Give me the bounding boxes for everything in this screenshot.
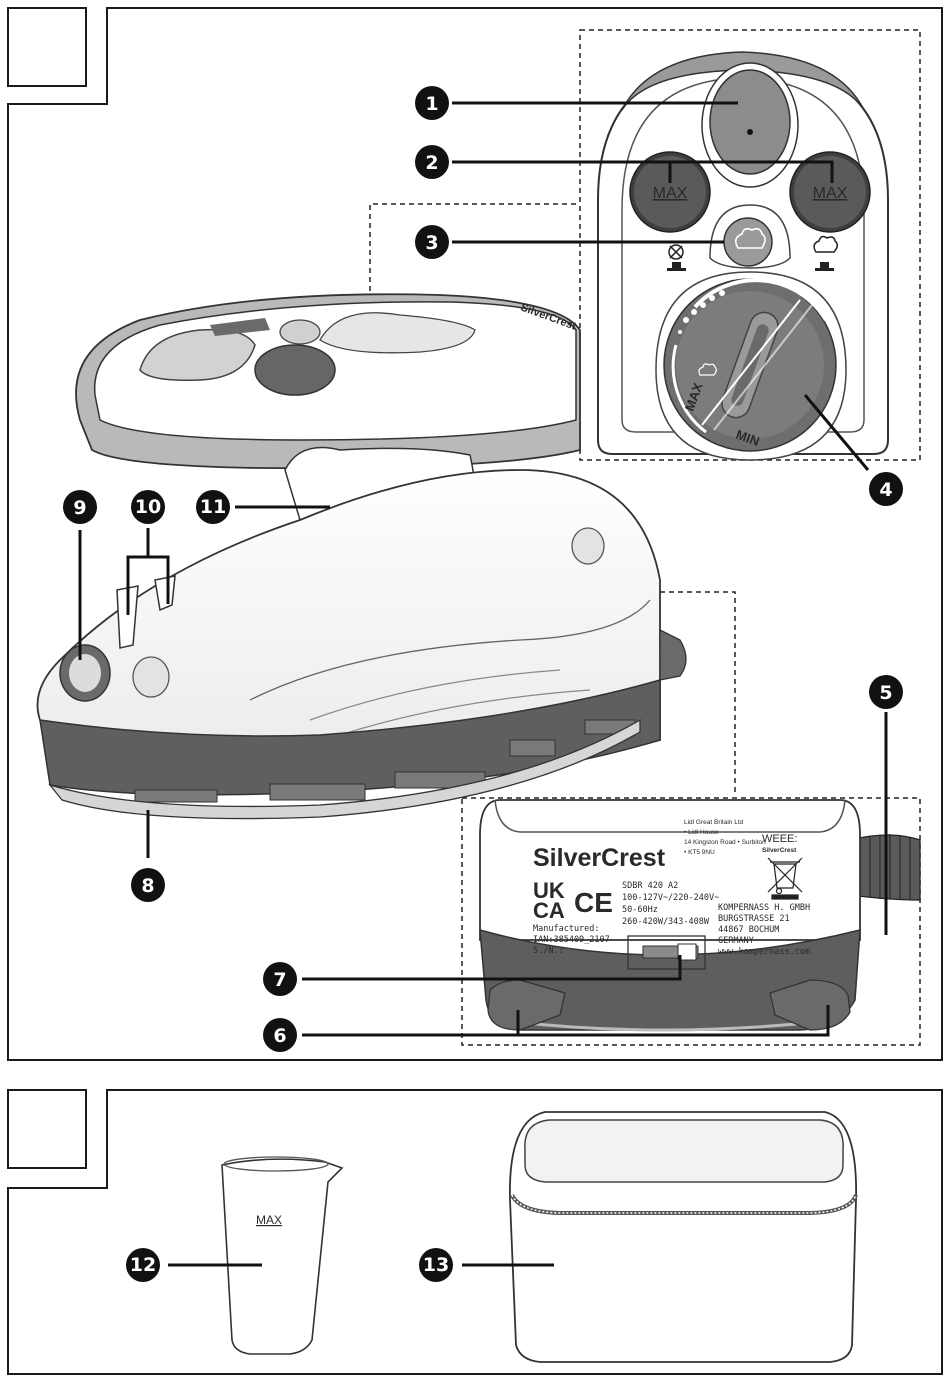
callout-8: 8 xyxy=(131,868,165,902)
max-button-right-label: MAX xyxy=(813,185,848,202)
svg-text:9: 9 xyxy=(73,497,86,519)
callout-leaders xyxy=(78,101,888,1037)
dial-steam-icon xyxy=(698,363,717,376)
importer-line-3: 14 Kingston Road • Surbiton xyxy=(684,839,766,846)
manufacturer-line-5: www.kompernass.com xyxy=(718,947,810,957)
measuring-cup: MAX xyxy=(221,1156,344,1355)
manufacturer-line-2: BURGSTRASSE 21 xyxy=(718,914,790,924)
steam-button-top xyxy=(709,69,791,175)
plate-power: 260-420W/343-408W xyxy=(622,917,710,927)
callout-5: 5 xyxy=(869,675,903,709)
weee-bin-icon xyxy=(767,857,803,900)
steam-icon xyxy=(813,235,838,271)
ian-number: IAN:385409_2107 xyxy=(533,935,610,945)
travel-iron: SilverCrest xyxy=(36,203,687,820)
no-steam-icon xyxy=(667,244,686,271)
rating-plate-detail: SilverCrest Lidl Great Britain Ltd • Lid… xyxy=(461,591,921,1046)
plate-model: SDBR 420 A2 xyxy=(622,881,678,891)
callout-6: 6 xyxy=(263,1018,297,1052)
manufactured-label: Manufactured: xyxy=(533,924,600,934)
svg-text:13: 13 xyxy=(423,1254,449,1276)
travel-bag xyxy=(509,1111,858,1363)
importer-line-2: • Lidl House xyxy=(684,829,719,836)
svg-text:1: 1 xyxy=(425,93,438,115)
ukca-mark-top: UK xyxy=(533,878,565,903)
svg-text:7: 7 xyxy=(273,969,286,991)
callout-4: 4 xyxy=(869,472,903,506)
figure-b-letter-box xyxy=(7,1089,87,1169)
cup-max-mark: MAX xyxy=(256,1213,282,1227)
plate-frequency: 50-60Hz xyxy=(622,905,658,915)
weee-brand: SilverCrest xyxy=(762,847,797,854)
figure-b-frame xyxy=(7,1089,943,1375)
serial-label: S./N.: xyxy=(533,946,564,956)
soleplate xyxy=(48,718,641,820)
callout-9: 9 xyxy=(63,490,97,524)
importer-line-1: Lidl Great Britain Ltd xyxy=(684,819,744,826)
callout-11: 11 xyxy=(196,490,230,524)
svg-text:8: 8 xyxy=(141,875,154,897)
svg-text:11: 11 xyxy=(200,496,226,518)
callout-10: 10 xyxy=(131,490,165,524)
ce-mark: CE xyxy=(574,887,613,918)
control-panel-detail: MAX MAX xyxy=(579,29,921,461)
callout-13: 13 xyxy=(419,1248,453,1282)
plate-brand: SilverCrest xyxy=(533,844,666,872)
callout-1: 1 xyxy=(415,86,449,120)
callout-3: 3 xyxy=(415,225,449,259)
weee-label: WEEE: xyxy=(762,833,797,845)
svg-text:3: 3 xyxy=(425,232,438,254)
figure-a-letter-box xyxy=(7,7,87,87)
plate-voltage: 100-127V~/220-240V~ xyxy=(622,893,719,903)
svg-text:4: 4 xyxy=(879,479,892,501)
foot-left xyxy=(487,979,566,1031)
foot-right xyxy=(769,979,851,1031)
cord-clip-front xyxy=(116,585,139,649)
max-button-left-label: MAX xyxy=(653,185,688,202)
importer-line-4: • KT5 9NU xyxy=(684,849,715,856)
callout-2: 2 xyxy=(415,145,449,179)
svg-text:2: 2 xyxy=(425,152,438,174)
ukca-mark-bottom: CA xyxy=(533,898,565,923)
steam-cloud-icon xyxy=(734,227,766,249)
manufacturer-line-3: 44867 BOCHUM xyxy=(718,925,779,935)
voltage-switch-housing xyxy=(627,935,706,970)
manufacturer-line-1: KOMPERNASS H. GMBH xyxy=(718,903,810,913)
manufacturer-line-4: GERMANY xyxy=(718,936,754,946)
callout-12: 12 xyxy=(126,1248,160,1282)
callout-7: 7 xyxy=(263,962,297,996)
figure-a-frame xyxy=(7,7,943,1061)
svg-text:10: 10 xyxy=(135,496,161,518)
svg-text:5: 5 xyxy=(879,682,892,704)
svg-text:12: 12 xyxy=(130,1254,156,1276)
svg-text:6: 6 xyxy=(273,1025,286,1047)
